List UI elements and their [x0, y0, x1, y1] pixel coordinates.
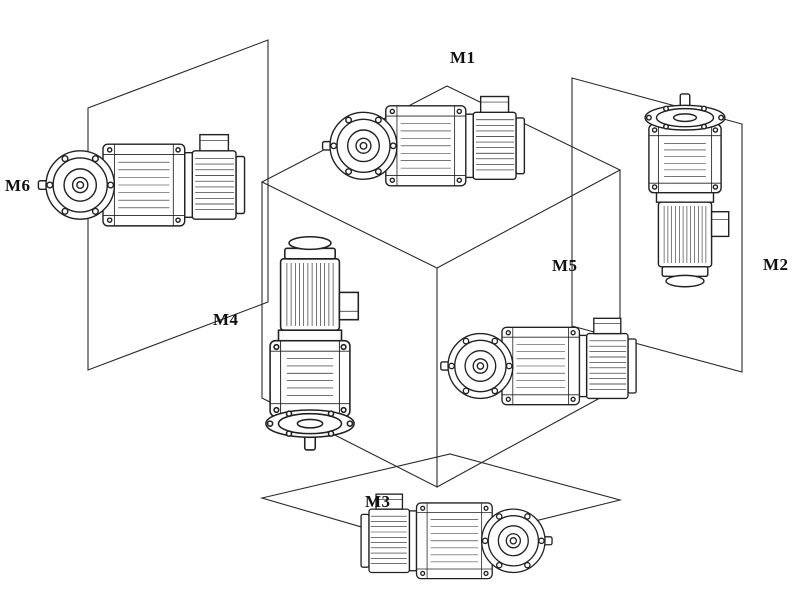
plane-left	[87, 39, 269, 371]
label-m5: M5	[552, 256, 578, 275]
cube-left-face	[261, 182, 438, 488]
label-m1: M1	[450, 48, 476, 67]
motor-m5-drawing	[440, 317, 637, 406]
motor-m1-drawing	[321, 95, 526, 187]
label-m3: M3	[365, 492, 391, 511]
label-m6: M6	[5, 176, 31, 195]
motor-m4-drawing	[265, 235, 360, 451]
label-m4: M4	[213, 310, 239, 329]
label-m2: M2	[763, 255, 789, 274]
motor-m6-drawing	[37, 133, 246, 227]
motor-m2-drawing	[644, 93, 730, 288]
